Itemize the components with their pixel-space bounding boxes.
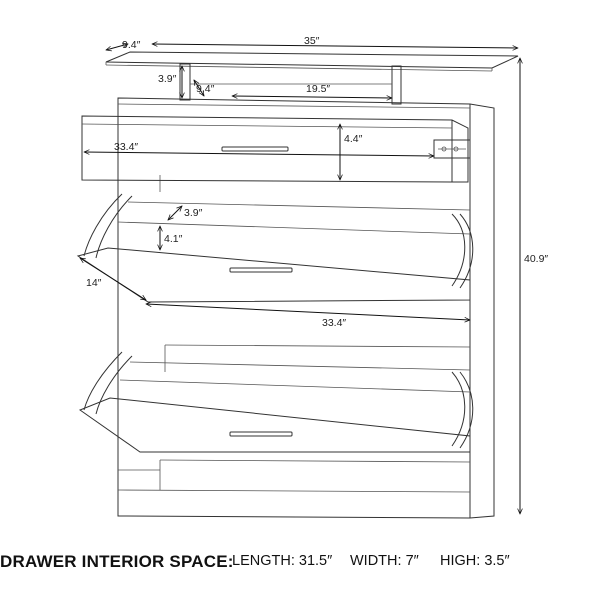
lower-flip-compartment [78, 351, 474, 453]
flap-width-label: 33.4″ [322, 317, 346, 329]
width-label: WIDTH: [350, 553, 402, 569]
total-height-label: 40.9″ [524, 253, 548, 265]
top-depth-label: 9.4″ [122, 39, 141, 51]
shelf-height-label: 3.9″ [158, 73, 177, 85]
width-value: 7″ [405, 553, 419, 569]
flap-depth-label: 3.9″ [184, 207, 203, 219]
high-spec: HIGH: 3.5″ [440, 553, 510, 569]
high-value: 3.5″ [484, 553, 510, 569]
drawer-slide-rail [433, 139, 471, 159]
length-value: 31.5″ [298, 553, 333, 569]
length-label: LENGTH: [232, 553, 295, 569]
width-spec: WIDTH: 7″ [350, 553, 419, 569]
dimension-lines [80, 44, 520, 514]
shelf-width-label: 19.5″ [306, 83, 330, 95]
high-label: HIGH: [440, 553, 481, 569]
drawer-width-label: 33.4″ [114, 141, 138, 153]
drawer-height-label: 4.4″ [344, 133, 363, 145]
flap-height-label: 4.1″ [164, 233, 183, 245]
drawer-interior-caption: DRAWER INTERIOR SPACE: LENGTH: 31.5″ WID… [0, 552, 600, 578]
dimension-labels: 9.4″ 35″ 3.9″ 9.4″ 19.5″ 33.4″ 4.4″ 3.9″… [86, 35, 548, 329]
shelf-depth-label: 9.4″ [196, 83, 215, 95]
caption-title: DRAWER INTERIOR SPACE: [0, 552, 234, 571]
flap-open-depth-label: 14″ [86, 277, 102, 289]
top-width-label: 35″ [304, 35, 320, 47]
length-spec: LENGTH: 31.5″ [232, 553, 332, 569]
cabinet-body [117, 97, 495, 519]
top-drawer [81, 115, 471, 183]
upper-flip-compartment [76, 193, 474, 303]
top-shelf [105, 51, 519, 72]
